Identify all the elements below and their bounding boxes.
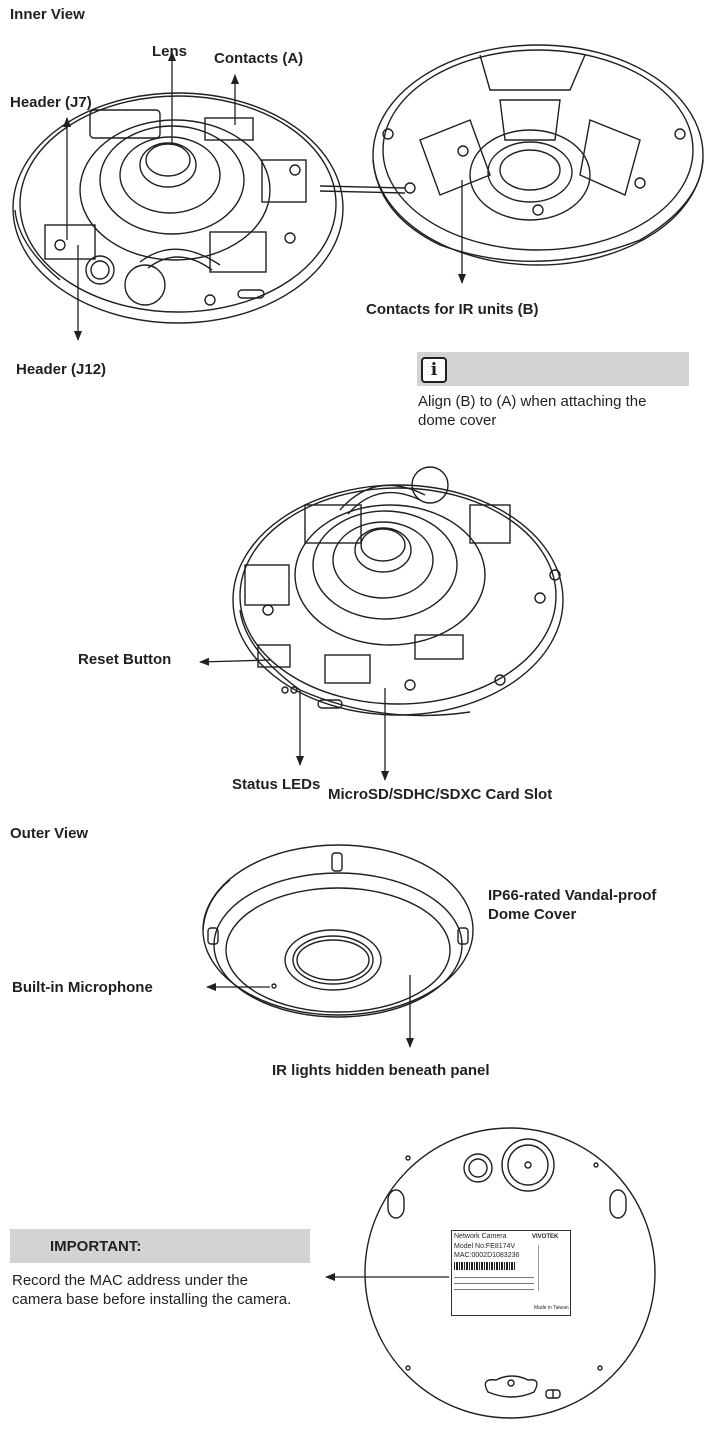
info-note-line2: dome cover — [418, 412, 497, 429]
important-title: IMPORTANT: — [50, 1238, 142, 1255]
product-label-model: Model No:FE8174V — [454, 1243, 516, 1250]
label-dome-cover: IP66-rated Vandal-proof Dome Cover — [488, 886, 656, 924]
barcode — [454, 1262, 516, 1270]
label-header-j12: Header (J12) — [16, 361, 107, 378]
label-ir-lights: IR lights hidden beneath panel — [272, 1062, 490, 1079]
inner-camera-body — [12, 92, 344, 324]
label-dome-cover-line2: Dome Cover — [488, 906, 577, 923]
certification-marks — [538, 1245, 567, 1291]
section-title-inner-view: Inner View — [10, 6, 85, 23]
info-note-text: Align (B) to (A) when attaching the dome… — [418, 392, 646, 430]
label-microphone: Built-in Microphone — [12, 979, 153, 996]
label-status-leds: Status LEDs — [232, 776, 321, 793]
info-icon: i — [421, 357, 447, 383]
section-title-outer-view: Outer View — [10, 825, 89, 842]
label-contacts-ir-b: Contacts for IR units (B) — [366, 301, 539, 318]
info-note-bar — [417, 352, 689, 386]
outer-dome — [202, 844, 474, 1018]
dome-cover-inside — [319, 44, 704, 266]
label-reset-button: Reset Button — [78, 651, 172, 668]
product-label-mac: MAC:0002D1083236 — [454, 1252, 520, 1259]
important-note-text: Record the MAC address under the camera … — [12, 1271, 291, 1309]
label-card-slot: MicroSD/SDHC/SDXC Card Slot — [328, 786, 553, 803]
label-header-j7: Header (J7) — [10, 94, 92, 111]
info-note-line1: Align (B) to (A) when attaching the — [418, 393, 647, 410]
label-lens: Lens — [152, 43, 188, 60]
product-label-title: Network Camera — [454, 1233, 507, 1240]
important-note-bar — [10, 1229, 310, 1263]
product-label-sticker: Network Camera VIVOTEK Model No:FE8174V … — [451, 1230, 571, 1316]
camera-body-middle — [232, 466, 564, 717]
product-label-brand: VIVOTEK — [532, 1234, 559, 1240]
callout-lines — [63, 51, 466, 1281]
label-contacts-a: Contacts (A) — [214, 50, 304, 67]
label-dome-cover-line1: IP66-rated Vandal-proof — [488, 887, 657, 904]
product-label-made-in: Made in Taiwan — [534, 1305, 569, 1311]
camera-base — [364, 1127, 656, 1419]
important-note-line2: camera base before installing the camera… — [12, 1291, 292, 1308]
important-note-line1: Record the MAC address under the — [12, 1272, 248, 1289]
